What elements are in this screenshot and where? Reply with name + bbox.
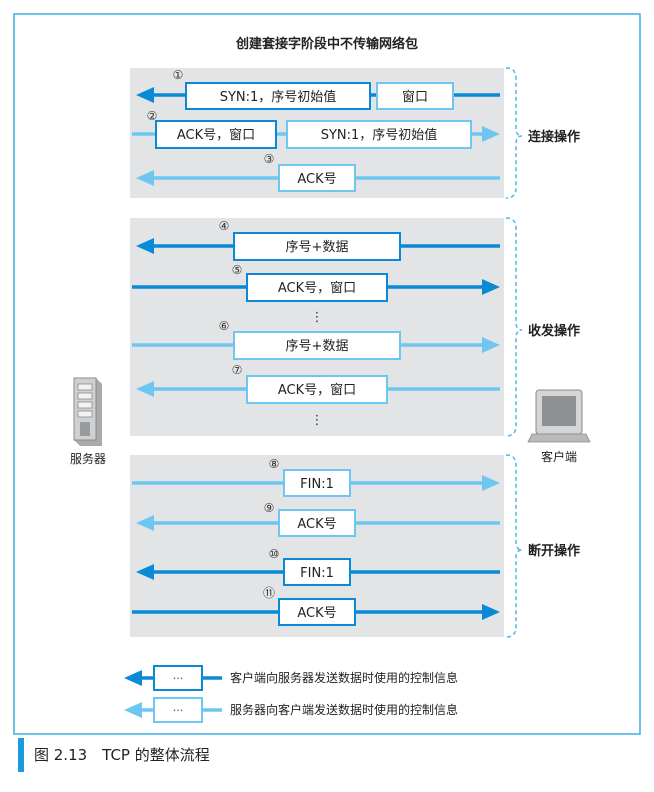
step-number-9: ⑨ — [264, 501, 275, 515]
step-number-11: ⑪ — [263, 586, 275, 600]
section-label-connect: 连接操作 — [528, 129, 580, 145]
diagram-title: 创建套接字阶段中不传输网络包 — [235, 36, 418, 52]
packet-label-step-3: ACK号 — [297, 172, 336, 187]
packet-box-step-5 — [246, 273, 388, 302]
arrowhead-step-7 — [136, 381, 154, 397]
packet-label-step-2a: ACK号，窗口 — [177, 127, 255, 143]
packet-label-step-10: FIN:1 — [300, 566, 334, 581]
step-number-3: ③ — [264, 152, 275, 166]
legend-text-client-to-server: 客户端向服务器发送数据时使用的控制信息 — [230, 670, 458, 685]
step-number-5: ⑤ — [232, 263, 243, 277]
packet-box-step-2a — [155, 120, 277, 149]
legend-server-to-client — [124, 697, 222, 723]
packet-label-step-8: FIN:1 — [300, 477, 334, 492]
packet-box-step-11 — [278, 598, 356, 626]
ellipsis-transfer-2: ⋮ — [311, 413, 324, 428]
packet-box-step-1a — [185, 82, 371, 110]
packet-box-step-4 — [233, 232, 401, 261]
packet-box-step-2b — [286, 120, 472, 149]
step-number-7: ⑦ — [232, 363, 243, 377]
packet-box-step-9 — [278, 509, 356, 537]
packet-label-step-2b: SYN:1，序号初始值 — [321, 127, 438, 143]
packet-label-step-5: ACK号，窗口 — [278, 280, 356, 296]
client-label: 客户端 — [541, 449, 577, 464]
arrowhead-step-9 — [136, 515, 154, 531]
packet-label-step-1a: SYN:1，序号初始值 — [220, 89, 337, 105]
section-label-transfer: 收发操作 — [528, 323, 580, 339]
packet-label-step-11: ACK号 — [297, 606, 336, 621]
brace-transfer — [505, 217, 523, 437]
step-number-8: ⑧ — [269, 457, 280, 471]
packet-label-step-6: 序号+数据 — [286, 339, 349, 354]
client-computer-icon — [527, 389, 591, 443]
packet-box-step-8 — [283, 469, 351, 497]
brace-connect — [505, 67, 523, 199]
packet-box-step-1b — [376, 82, 454, 110]
packet-box-step-3 — [278, 164, 356, 192]
packet-label-step-4: 序号+数据 — [286, 240, 349, 255]
packet-box-step-10 — [283, 558, 351, 586]
caption-accent-bar — [18, 738, 24, 772]
arrowhead-step-5 — [482, 279, 500, 295]
step-number-1: ① — [173, 68, 184, 82]
packet-label-step-7: ACK号，窗口 — [278, 382, 356, 398]
packet-box-step-7 — [246, 375, 388, 404]
figure-frame — [13, 13, 641, 735]
packet-box-step-6 — [233, 331, 401, 360]
step-number-4: ④ — [219, 219, 230, 233]
legend-box-text-1: ··· — [173, 672, 184, 685]
step-number-2: ② — [147, 109, 158, 123]
arrowhead-step-6 — [482, 337, 500, 353]
arrowhead-step-4 — [136, 238, 154, 254]
arrowhead-step-1 — [136, 87, 154, 103]
step-number-10: ⑩ — [269, 547, 280, 561]
server-label: 服务器 — [70, 451, 106, 466]
step-number-6: ⑥ — [219, 319, 230, 333]
legend-text-server-to-client: 服务器向客户端发送数据时使用的控制信息 — [230, 702, 458, 717]
legend-client-to-server — [124, 665, 222, 691]
arrowhead-step-10 — [136, 564, 154, 580]
arrowhead-step-2 — [482, 126, 500, 142]
brace-disconnect — [505, 454, 523, 638]
legend-box-text-2: ··· — [173, 704, 184, 717]
figure-caption: 图 2.13 TCP 的整体流程 — [34, 746, 210, 764]
server-icon — [73, 377, 102, 446]
packet-label-step-1b: 窗口 — [402, 89, 428, 105]
arrowhead-step-11 — [482, 604, 500, 620]
ellipsis-transfer-1: ⋮ — [311, 310, 324, 325]
section-label-disconnect: 断开操作 — [528, 543, 580, 559]
arrowhead-step-8 — [482, 475, 500, 491]
arrowhead-step-3 — [136, 170, 154, 186]
packet-label-step-9: ACK号 — [297, 517, 336, 532]
